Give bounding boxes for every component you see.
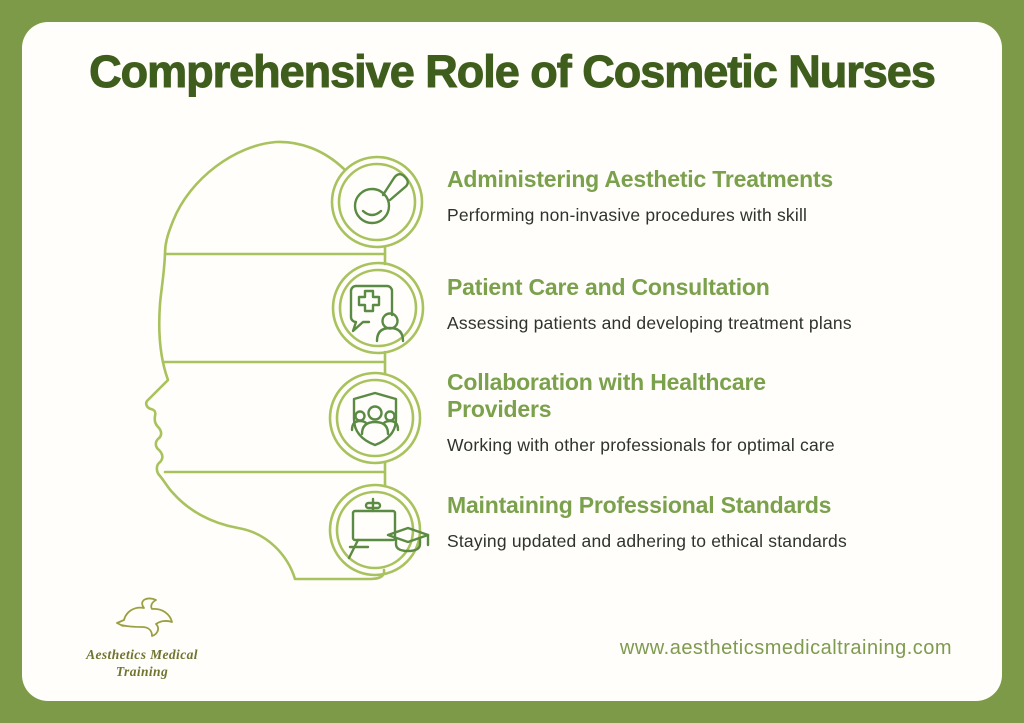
section-description: Assessing patients and developing treatm… — [447, 312, 852, 333]
presentation-board-icon — [328, 483, 430, 577]
section-heading: Maintaining Professional Standards — [447, 492, 832, 518]
section-administering-treatments: Administering Aesthetic Treatments Perfo… — [447, 166, 833, 226]
section-description: Staying updated and adhering to ethical … — [447, 530, 847, 551]
section-professional-standards: Maintaining Professional Standards Stayi… — [447, 492, 847, 552]
section-heading: Patient Care and Consultation — [447, 274, 770, 300]
website-url: www.aestheticsmedicaltraining.com — [619, 637, 953, 659]
team-shield-icon — [328, 371, 422, 465]
section-description: Working with other professionals for opt… — [447, 434, 835, 455]
head-profile-diagram — [144, 140, 430, 581]
dove-icon — [116, 597, 173, 637]
head-silhouette — [144, 140, 387, 581]
logo-text: Aesthetics Medical Training — [52, 647, 232, 681]
page-title: Comprehensive Role of Cosmetic Nurses — [89, 46, 937, 98]
logo-text-line1: Aesthetics Medical — [86, 647, 198, 662]
section-heading: Collaboration with Healthcare Providers — [447, 369, 766, 422]
consultation-bubble-icon — [331, 261, 425, 355]
section-description: Performing non-invasive procedures with … — [447, 204, 808, 225]
logo-text-line2: Training — [115, 663, 169, 679]
section-patient-care: Patient Care and Consultation Assessing … — [447, 274, 852, 334]
section-heading: Administering Aesthetic Treatments — [447, 166, 833, 192]
face-applicator-icon — [330, 155, 424, 249]
brand-logo: Aesthetics Medical Training — [52, 595, 232, 681]
section-collaboration: Collaboration with Healthcare Providers … — [447, 369, 867, 456]
